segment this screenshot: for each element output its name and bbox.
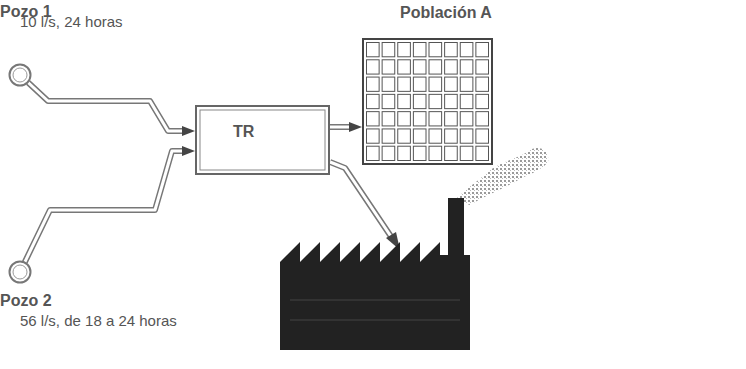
node-note: 56 l/s, de 18 a 24 horas <box>20 312 177 329</box>
factory-pipe <box>330 162 400 250</box>
factory <box>280 198 470 350</box>
well-symbol <box>8 260 32 284</box>
tank-outline <box>195 105 330 175</box>
pipe-connector <box>28 83 195 137</box>
node-label: Población A <box>400 4 492 22</box>
node-note: 10 l/s, 24 horas <box>20 13 123 30</box>
node-label: TR <box>231 123 256 141</box>
well-circle: Pozo 256 l/s, de 18 a 24 horas <box>8 260 32 284</box>
well-circle: Pozo 110 l/s, 24 horas <box>8 63 32 87</box>
well-symbol <box>8 63 32 87</box>
node-label: Pozo 2 <box>0 292 52 310</box>
town-grid: Población A <box>362 38 493 165</box>
pipe-connector <box>25 146 195 262</box>
pipe-connector <box>330 122 362 132</box>
town-blocks <box>362 38 493 165</box>
tank-box: TR <box>195 105 330 175</box>
